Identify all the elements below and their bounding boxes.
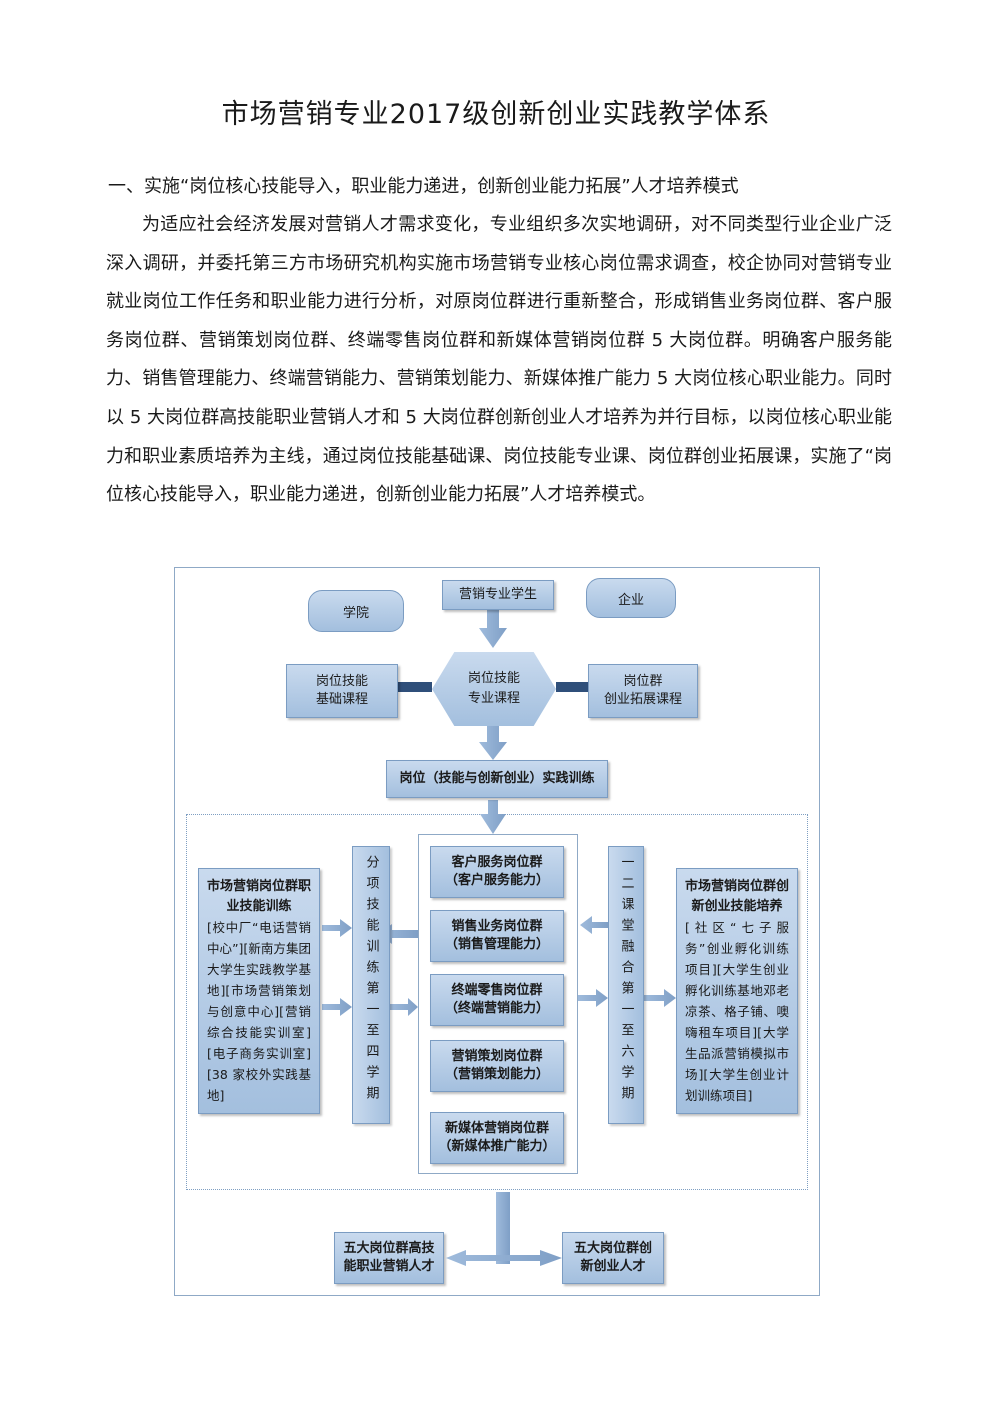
bottom-stem bbox=[496, 1192, 510, 1264]
pro-course-line1: 岗位技能 bbox=[467, 671, 520, 686]
enterprise-callout: 企业 bbox=[586, 578, 676, 618]
basic-course-line1: 岗位技能 bbox=[315, 674, 368, 689]
college-callout: 学院 bbox=[308, 590, 404, 632]
left-box-title: 市场营销岗位群职业技能训练 bbox=[207, 879, 312, 914]
arrow-right-2 bbox=[322, 998, 352, 1016]
group-name-5: 新媒体营销岗位群 bbox=[444, 1121, 549, 1136]
ext-course-line1: 岗位群 bbox=[623, 674, 663, 689]
right-innovation-box: 市场营销岗位群创新创业技能培养 [社区“七子服务”创业孵化训练项目][大学生创业… bbox=[676, 868, 798, 1114]
connector-basic bbox=[398, 682, 432, 692]
diagram-frame bbox=[174, 567, 820, 1296]
group-ability-1: （客户服务能力） bbox=[444, 873, 549, 888]
outcome-innovation-talent-box: 五大岗位群创 新创业人才 bbox=[562, 1232, 664, 1284]
group-name-2: 销售业务岗位群 bbox=[451, 919, 543, 934]
group-name-4: 营销策划岗位群 bbox=[451, 1049, 543, 1064]
right-vertical-bar: 一二课堂融合第一至六学期 bbox=[608, 846, 644, 1124]
outcome-1-line2: 能职业营销人才 bbox=[343, 1259, 435, 1274]
group-box-5: 新媒体营销岗位群 （新媒体推广能力） bbox=[430, 1112, 564, 1164]
pro-course-hexagon: 岗位技能 专业课程 bbox=[432, 652, 556, 726]
group-box-4: 营销策划岗位群 （营销策划能力） bbox=[430, 1040, 564, 1092]
students-box: 营销专业学生 bbox=[442, 580, 554, 610]
left-skill-training-box: 市场营销岗位群职业技能训练 [校中厂“电话营销中心”][新南方集团大学生实践教学… bbox=[198, 868, 320, 1114]
left-box-body: [校中厂“电话营销中心”][新南方集团大学生实践教学基地][市场营销策划与创意中… bbox=[207, 920, 311, 1103]
arrow-right-4 bbox=[578, 989, 608, 1007]
connector-ext bbox=[556, 682, 588, 692]
body-paragraph: 为适应社会经济发展对营销人才需求变化，专业组织多次实地调研，对不同类型行业企业广… bbox=[106, 214, 892, 506]
group-name-1: 客户服务岗位群 bbox=[451, 855, 543, 870]
right-box-title: 市场营销岗位群创新创业技能培养 bbox=[685, 879, 790, 914]
right-vertical-text: 一二课堂融合第一至六学期 bbox=[618, 855, 634, 1107]
group-name-3: 终端零售岗位群 bbox=[451, 983, 543, 998]
right-box-body: [社区“七子服务”创业孵化训练项目][大学生创业孵化训练基地邓老凉茶、格子铺、噢… bbox=[685, 920, 789, 1103]
group-ability-5: （新媒体推广能力） bbox=[438, 1139, 556, 1154]
section-heading: 一、实施“岗位核心技能导入，职业能力递进，创新创业能力拓展”人才培养模式 bbox=[108, 176, 739, 197]
basic-course-line2: 基础课程 bbox=[315, 692, 368, 707]
group-ability-2: （销售管理能力） bbox=[444, 937, 549, 952]
group-box-2: 销售业务岗位群 （销售管理能力） bbox=[430, 910, 564, 962]
arrow-right-5 bbox=[644, 989, 676, 1007]
outcome-skill-talent-box: 五大岗位群高技 能职业营销人才 bbox=[334, 1232, 444, 1284]
arrow-down-1 bbox=[479, 608, 507, 648]
outcome-1-line1: 五大岗位群高技 bbox=[343, 1241, 435, 1256]
left-vertical-bar: 分项技能训练第一至四学期 bbox=[352, 846, 390, 1124]
ext-course-line2: 创业拓展课程 bbox=[603, 692, 682, 707]
arrow-left-2 bbox=[580, 916, 608, 934]
practice-training-box: 岗位（技能与创新创业）实践训练 bbox=[386, 760, 608, 798]
ext-course-box: 岗位群 创业拓展课程 bbox=[588, 664, 698, 718]
arrow-down-3 bbox=[480, 800, 506, 834]
arrow-right-1 bbox=[322, 919, 352, 937]
group-box-1: 客户服务岗位群 （客户服务能力） bbox=[430, 846, 564, 898]
arrow-right-3 bbox=[390, 998, 418, 1016]
group-ability-3: （终端营销能力） bbox=[444, 1001, 549, 1016]
pro-course-line2: 专业课程 bbox=[467, 691, 520, 706]
groups-column-frame bbox=[418, 834, 578, 1174]
left-vertical-text: 分项技能训练第一至四学期 bbox=[363, 855, 379, 1107]
arrow-split bbox=[446, 1250, 562, 1266]
group-ability-4: （营销策划能力） bbox=[444, 1067, 549, 1082]
arrow-down-2 bbox=[479, 726, 507, 760]
basic-course-box: 岗位技能 基础课程 bbox=[286, 664, 398, 718]
page-title: 市场营销专业2017级创新创业实践教学体系 bbox=[221, 99, 771, 130]
group-box-3: 终端零售岗位群 （终端营销能力） bbox=[430, 974, 564, 1026]
outcome-2-line1: 五大岗位群创 bbox=[573, 1241, 652, 1256]
outcome-2-line2: 新创业人才 bbox=[580, 1259, 646, 1274]
